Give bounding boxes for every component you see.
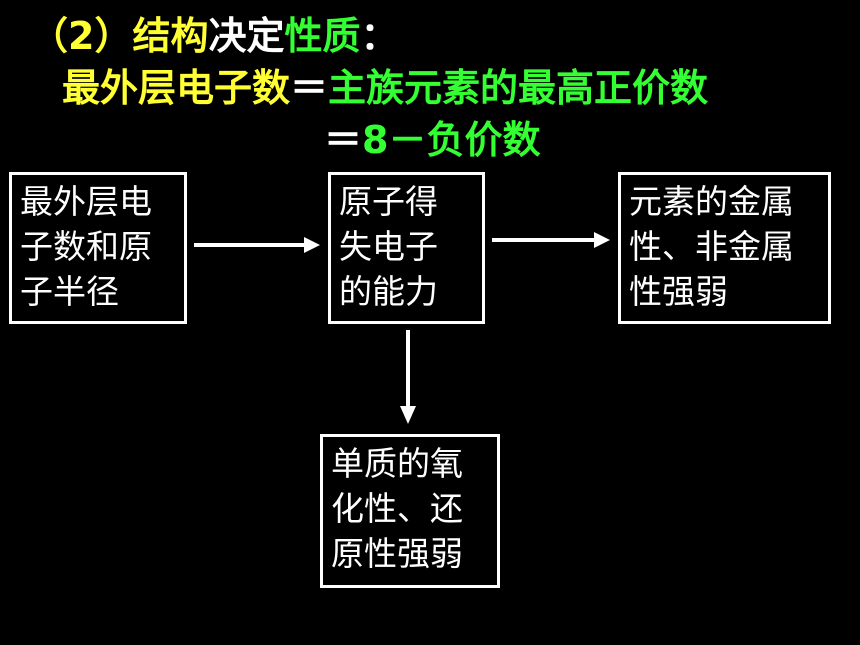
heading-determines: 决定: [208, 14, 285, 58]
box-ability-line-1: 原子得: [339, 182, 438, 221]
heading-colon: ：: [360, 14, 399, 58]
box-gain-lose-electrons: 原子得 失电子 的能力: [328, 172, 485, 324]
equation-equals-2: ＝: [324, 118, 363, 162]
box-metallic-line-2: 性、非金属: [629, 227, 794, 266]
equation-line-1: 最外层电子数＝主族元素的最高正价数: [62, 66, 708, 110]
heading-structure: 结构: [132, 14, 209, 58]
box-metallic-line-1: 元素的金属: [629, 182, 794, 221]
box-metallic-line-3: 性强弱: [629, 272, 728, 311]
box-ability-line-2: 失电子: [339, 227, 438, 266]
arrow-ability-to-redox: [400, 330, 416, 424]
box-metallic-nonmetallic: 元素的金属 性、非金属 性强弱: [618, 172, 831, 324]
heading: （2）结构决定性质：: [30, 14, 399, 58]
arrow-ability-to-metallic: [492, 232, 610, 248]
box-ability-line-3: 的能力: [339, 272, 438, 311]
equation-line-2: ＝8－负价数: [324, 118, 540, 162]
box-structure-line-1: 最外层电: [20, 182, 152, 221]
equation-rhs-2: 8－负价数: [362, 118, 541, 162]
box-redox-strength: 单质的氧 化性、还 原性强弱: [320, 434, 500, 588]
heading-properties: 性质: [284, 14, 361, 58]
heading-number: （2）: [30, 14, 133, 58]
box-outer-electrons-radius: 最外层电 子数和原 子半径: [9, 172, 187, 324]
box-structure-line-3: 子半径: [20, 272, 119, 311]
arrow-structure-to-ability: [194, 237, 320, 253]
box-structure-line-2: 子数和原: [20, 227, 152, 266]
equation-rhs-1: 主族元素的最高正价数: [328, 66, 709, 110]
box-redox-line-1: 单质的氧: [331, 444, 463, 483]
equation-lhs: 最外层电子数: [62, 66, 291, 110]
equation-equals-1: ＝: [290, 66, 329, 110]
box-redox-line-2: 化性、还: [331, 489, 463, 528]
box-redox-line-3: 原性强弱: [331, 534, 463, 573]
